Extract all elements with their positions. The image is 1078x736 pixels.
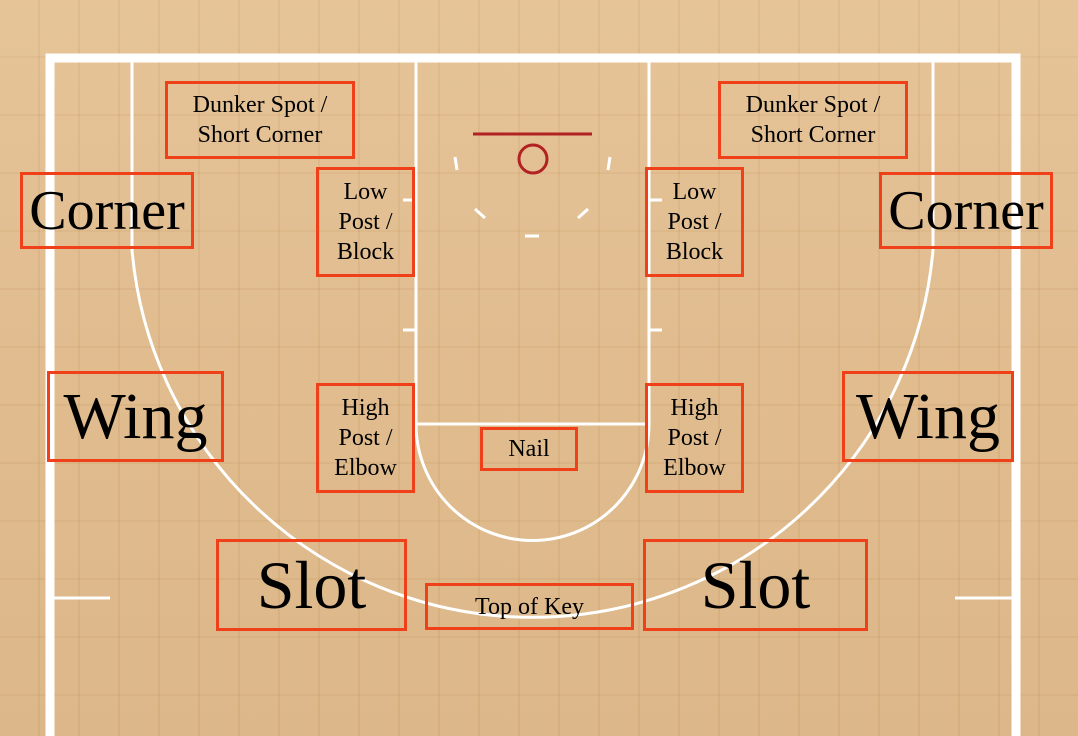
zone-label: Slot	[256, 547, 367, 623]
zone-high-post-left: High Post / Elbow	[316, 383, 415, 493]
zone-label: Wing	[856, 379, 1000, 453]
lane-lines	[414, 62, 651, 426]
free-throw-circle	[414, 423, 651, 542]
zone-label: Wing	[63, 379, 208, 453]
zone-label: Slot	[700, 547, 811, 623]
zone-wing-left: Wing	[47, 371, 224, 462]
zone-wing-right: Wing	[842, 371, 1014, 462]
restricted-area-dashes	[453, 156, 612, 238]
lane-hash-marks	[403, 198, 662, 332]
zone-corner-right: Corner	[879, 172, 1053, 249]
three-point-line	[130, 62, 935, 619]
zone-dunker-spot-left: Dunker Spot / Short Corner	[165, 81, 355, 159]
zone-low-post-left: Low Post / Block	[316, 167, 415, 277]
zone-label: Low Post / Block	[336, 179, 395, 265]
zone-slot-right: Slot	[643, 539, 868, 631]
court-boundary	[45, 53, 1021, 736]
zone-label: High Post / Elbow	[334, 395, 397, 481]
rim	[517, 143, 549, 175]
zone-label: Low Post / Block	[665, 179, 724, 265]
zone-nail: Nail	[480, 427, 578, 471]
zone-low-post-right: Low Post / Block	[645, 167, 744, 277]
zone-dunker-spot-right: Dunker Spot / Short Corner	[718, 81, 908, 159]
zone-label: Dunker Spot / Short Corner	[745, 92, 881, 148]
zone-label: High Post / Elbow	[663, 395, 726, 481]
zone-slot-left: Slot	[216, 539, 407, 631]
zone-label: Dunker Spot / Short Corner	[192, 92, 328, 148]
zone-corner-left: Corner	[20, 172, 194, 249]
zone-label: Corner	[888, 179, 1044, 242]
zone-top-of-key: Top of Key	[425, 583, 634, 630]
zone-label: Nail	[508, 436, 550, 462]
zone-label: Corner	[29, 179, 185, 242]
zone-high-post-right: High Post / Elbow	[645, 383, 744, 493]
zone-label: Top of Key	[475, 593, 584, 620]
